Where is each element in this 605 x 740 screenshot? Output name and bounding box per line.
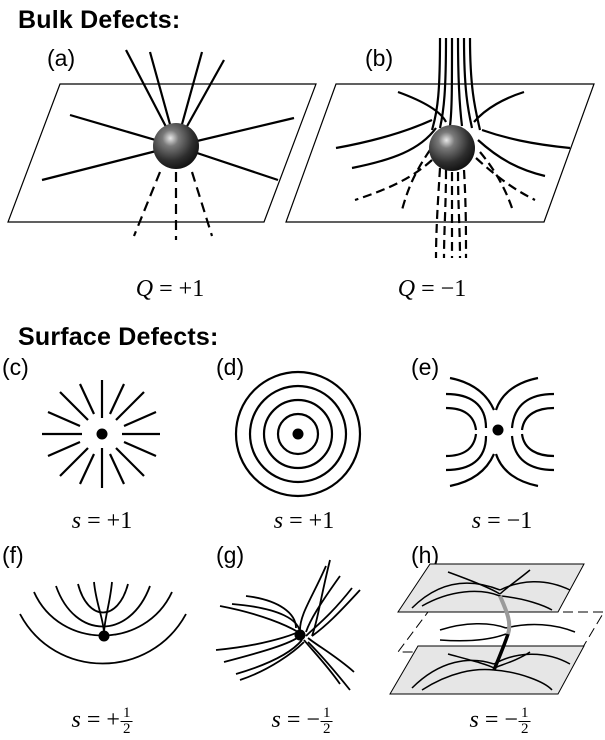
- panel-label-e: (e): [411, 354, 440, 380]
- defect-core-g: [294, 629, 306, 641]
- charge-caption-d: s = +1: [273, 508, 335, 534]
- panel-label-c: (c): [2, 354, 29, 380]
- defect-core-f: [98, 630, 110, 642]
- charge-caption-a: Q = +1: [135, 276, 205, 302]
- sphere-b: [429, 125, 475, 171]
- surface-defects-heading: Surface Defects:: [18, 323, 219, 351]
- panel-d-diagram: [234, 370, 362, 498]
- sphere-a: [153, 123, 199, 169]
- panel-label-d: (d): [216, 354, 245, 380]
- panel-a-diagram: [7, 49, 317, 240]
- defect-core-e: [492, 424, 504, 436]
- plane-a: [7, 83, 317, 223]
- bulk-defects-heading: Bulk Defects:: [18, 6, 181, 34]
- charge-caption-b: Q = −1: [397, 276, 467, 302]
- charge-caption-e: s = −1: [471, 508, 533, 534]
- plane-b: [285, 83, 595, 223]
- panel-label-g: (g): [216, 542, 245, 568]
- panel-c-diagram: [42, 380, 160, 488]
- panel-b-diagram: [285, 37, 595, 259]
- plane-h-top: [397, 563, 585, 613]
- panel-g-diagram: [215, 559, 361, 691]
- panel-label-b: (b): [365, 45, 394, 71]
- charge-caption-c: s = +1: [71, 508, 133, 534]
- panel-label-f: (f): [2, 542, 24, 568]
- panel-h-diagram: [389, 563, 605, 695]
- panel-f-diagram: [19, 581, 187, 665]
- panel-e-diagram: [445, 376, 555, 488]
- plane-h-middle: [397, 611, 605, 653]
- defect-core-d: [292, 428, 304, 440]
- panel-label-a: (a): [47, 45, 76, 71]
- defect-core-c: [96, 428, 108, 440]
